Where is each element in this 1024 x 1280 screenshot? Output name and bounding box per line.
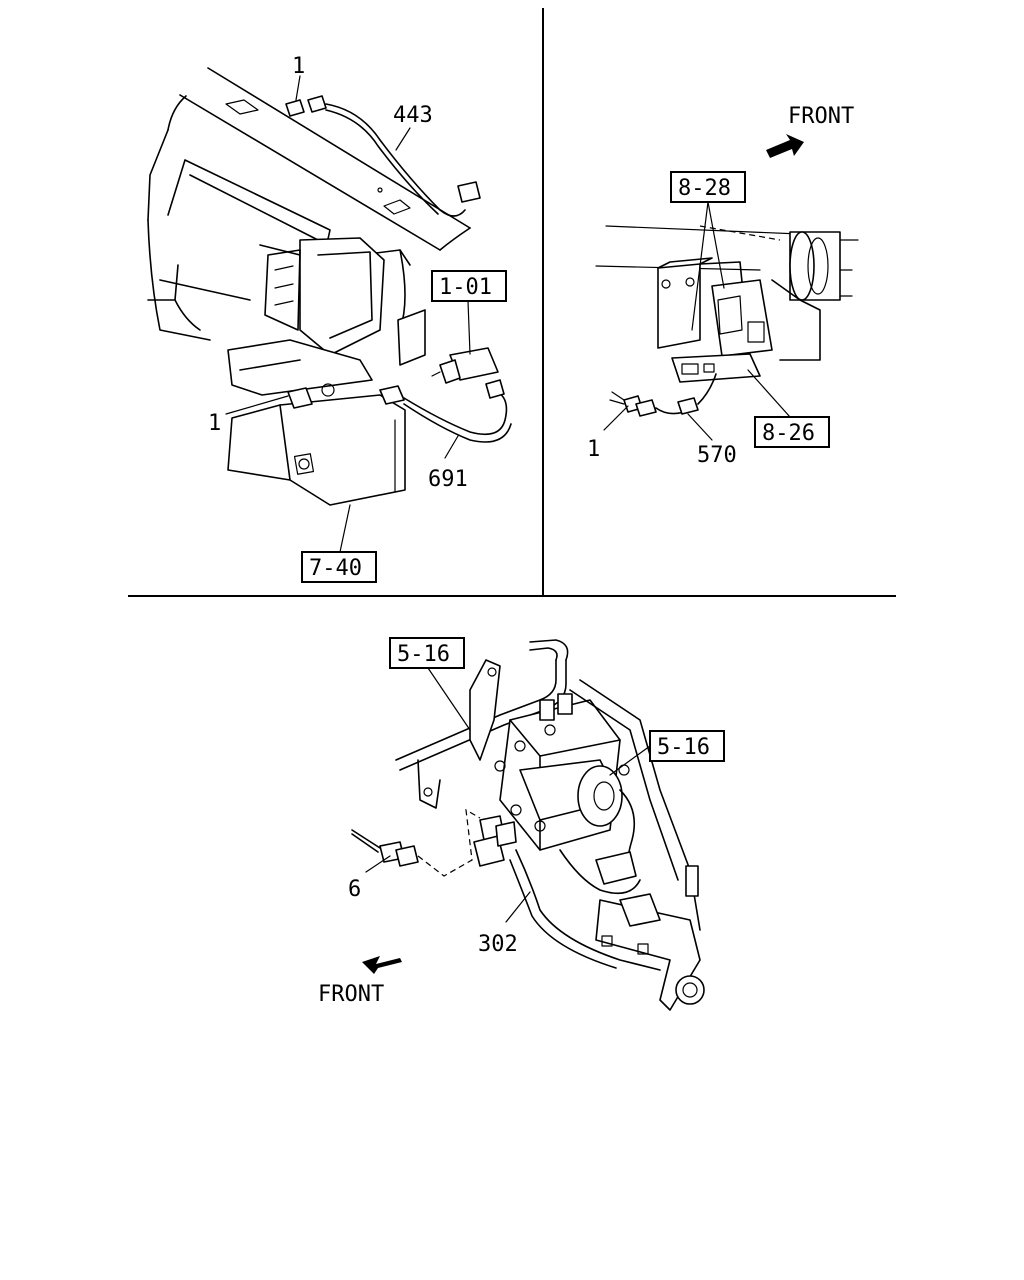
label-part-691: 691 bbox=[428, 467, 468, 492]
label-part-570: 570 bbox=[697, 443, 737, 468]
label-front-top-right: FRONT bbox=[788, 104, 854, 129]
hydraulic-unit-drawing bbox=[351, 639, 705, 1011]
top-left-callouts: 1 443 1-01 1 691 7-40 bbox=[208, 54, 507, 583]
front-arrow-top-right bbox=[766, 134, 804, 158]
label-part-6: 6 bbox=[348, 877, 361, 902]
label-ref-5-16-right: 5-16 bbox=[657, 735, 710, 760]
bottom-callouts: 5-16 5-16 6 302 FRONT bbox=[318, 637, 725, 1007]
module-drawing bbox=[595, 134, 859, 417]
dashboard-drawing bbox=[147, 67, 512, 506]
label-ref-1-01: 1-01 bbox=[439, 275, 492, 300]
ref-box-8-26 bbox=[754, 416, 830, 448]
ref-box-5-16-right bbox=[649, 730, 725, 762]
label-ref-8-26: 8-26 bbox=[762, 421, 815, 446]
label-part-302: 302 bbox=[478, 932, 518, 957]
label-part-1-top-right: 1 bbox=[587, 437, 600, 462]
label-ref-7-40: 7-40 bbox=[309, 556, 362, 581]
label-ref-8-28: 8-28 bbox=[678, 176, 731, 201]
label-part-443: 443 bbox=[393, 103, 433, 128]
top-right-callouts: FRONT 8-28 1 570 8-26 bbox=[587, 104, 854, 468]
label-part-1-top: 1 bbox=[292, 54, 305, 79]
ref-box-8-28 bbox=[670, 171, 746, 203]
ref-box-7-40 bbox=[301, 551, 377, 583]
ref-box-5-16-top bbox=[389, 637, 465, 669]
front-arrow-bottom bbox=[362, 956, 402, 974]
label-front-bottom: FRONT bbox=[318, 982, 384, 1007]
label-part-1-left: 1 bbox=[208, 411, 221, 436]
ref-box-1-01 bbox=[431, 270, 507, 302]
label-ref-5-16-top: 5-16 bbox=[397, 642, 450, 667]
